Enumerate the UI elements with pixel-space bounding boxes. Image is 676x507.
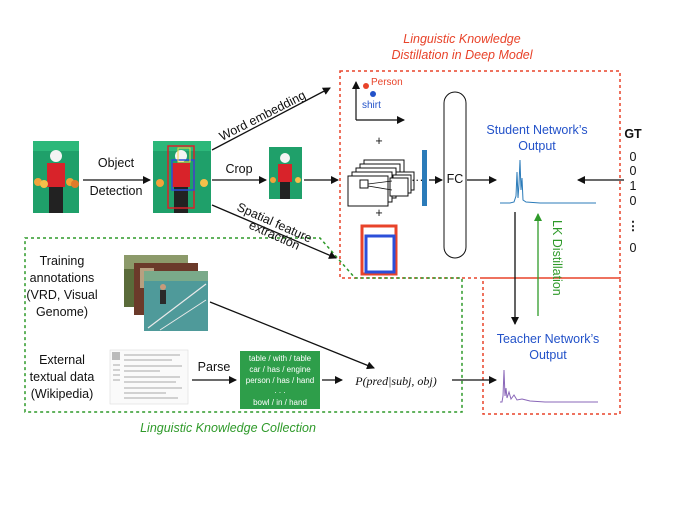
svg-text:0: 0 <box>630 194 637 208</box>
word-embedding-arrow <box>211 87 331 151</box>
conv-feature-maps <box>347 159 415 207</box>
person-label: Person <box>371 77 403 88</box>
svg-text:0: 0 <box>630 164 637 178</box>
detection-label: Detection <box>90 184 143 198</box>
triplets-box <box>240 351 320 409</box>
teacher-distribution <box>500 369 598 403</box>
fc-label: FC <box>447 172 464 186</box>
fc-layer <box>443 91 467 259</box>
triplet-1: car / has / engine <box>249 365 311 374</box>
gt-title: GT <box>624 127 642 141</box>
triplet-3: . . . <box>274 386 285 395</box>
training-line1: Training <box>40 254 85 268</box>
triplet-2: person / has / hand <box>246 376 315 385</box>
plus-sign-bottom: + <box>375 206 382 220</box>
teacher-output-line1: Teacher Network’s <box>497 332 600 346</box>
feature-vector-bar <box>422 150 427 206</box>
triplet-4: bowl / in / hand <box>253 398 307 407</box>
svg-text:1: 1 <box>630 179 637 193</box>
svg-text:⋮: ⋮ <box>627 219 640 233</box>
lk-distillation-label: LK Distillation <box>550 220 564 296</box>
parse-label: Parse <box>198 360 231 374</box>
svg-text:0: 0 <box>630 150 637 164</box>
spatial-mask <box>360 224 398 276</box>
gt-values: 0 0 1 0 ⋮ 0 <box>627 150 640 255</box>
top-title-line1: Linguistic Knowledge <box>403 32 520 46</box>
conv-ellipsis: ··· <box>411 173 424 187</box>
student-output-line1: Student Network’s <box>486 123 587 137</box>
external-line2: textual data <box>30 370 95 384</box>
formula: P(pred|subj, obj) <box>354 374 437 388</box>
triplet-0: table / with / table <box>249 354 312 363</box>
cropped-image <box>269 147 302 199</box>
word-embedding-label: Word embedding <box>217 88 308 144</box>
input-image <box>33 141 79 213</box>
teacher-region <box>482 277 621 415</box>
training-line2: annotations <box>30 271 95 285</box>
knowledge-collection-region <box>24 237 463 413</box>
crop-label: Crop <box>225 162 252 176</box>
bottom-title: Linguistic Knowledge Collection <box>140 421 316 435</box>
training-images <box>124 255 208 331</box>
object-label: Object <box>98 156 135 170</box>
student-distribution <box>500 159 596 204</box>
deep-model-region <box>339 70 621 279</box>
shirt-label: shirt <box>362 100 381 111</box>
top-title-line2: Distillation in Deep Model <box>391 48 533 62</box>
external-line1: External <box>39 353 85 367</box>
training-line3: (VRD, Visual <box>26 288 97 302</box>
detected-image <box>153 141 211 213</box>
plus-sign-top: + <box>375 134 382 148</box>
student-output-line2: Output <box>518 139 556 153</box>
wikipedia-page <box>109 349 189 405</box>
external-line3: (Wikipedia) <box>31 387 94 401</box>
teacher-output-line2: Output <box>529 348 567 362</box>
training-line4: Genome) <box>36 305 88 319</box>
training-to-formula-arrow <box>209 301 375 370</box>
embedding-plot <box>352 81 405 124</box>
spatial-arrow <box>211 204 337 259</box>
svg-text:0: 0 <box>630 241 637 255</box>
